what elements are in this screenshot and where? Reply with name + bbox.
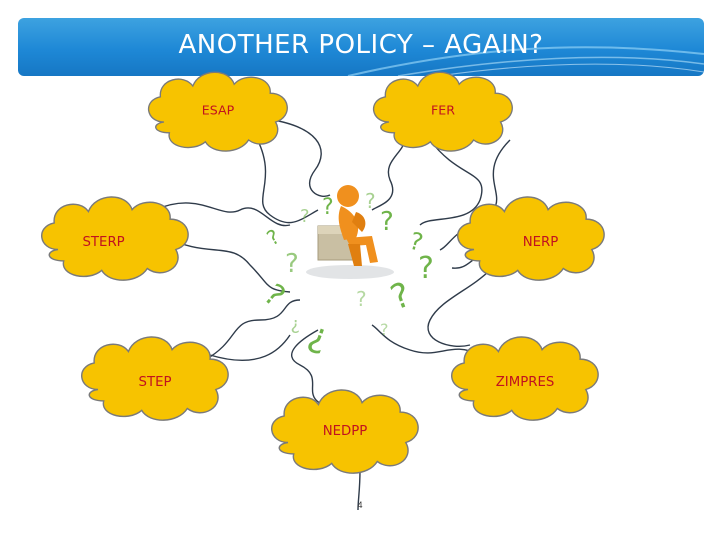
- title-banner: ANOTHER POLICY – AGAIN?: [18, 18, 704, 76]
- svg-text:?: ?: [380, 320, 389, 339]
- cloud-label-fer: FER: [431, 103, 455, 118]
- connector-sterp-2: [159, 234, 291, 293]
- svg-text:?: ?: [356, 287, 367, 311]
- svg-text:?: ?: [322, 195, 334, 220]
- connector-zimpres: [371, 324, 481, 356]
- connector-esap: [259, 117, 331, 197]
- cloud-nerp[interactable]: NERP: [456, 196, 605, 281]
- cloud-label-nerp: NERP: [523, 235, 559, 250]
- cloud-label-zimpres: ZIMPRES: [496, 375, 555, 390]
- cloud-fer[interactable]: FER: [372, 71, 513, 152]
- cloud-label-esap: ESAP: [202, 103, 235, 118]
- cloud-nedpp[interactable]: NEDPP: [270, 389, 419, 474]
- cloud-step[interactable]: STEP: [80, 336, 229, 421]
- cloud-label-nedpp: NEDPP: [323, 424, 368, 439]
- connector-nerp-2: [427, 269, 491, 347]
- svg-text:?: ?: [380, 207, 394, 237]
- svg-text:?: ?: [263, 224, 284, 250]
- page-number: 4: [357, 500, 363, 510]
- connector-step-2: [209, 334, 291, 361]
- connector-nedpp: [291, 329, 341, 411]
- banner-swoosh: [347, 46, 704, 76]
- connector-nedpp-down: [357, 469, 361, 511]
- connector-esap-2: [254, 134, 319, 224]
- svg-text:?: ?: [290, 315, 300, 336]
- cloud-zimpres[interactable]: ZIMPRES: [450, 336, 599, 421]
- svg-text:?: ?: [300, 206, 310, 227]
- connector-step: [204, 299, 301, 361]
- cloud-label-step: STEP: [139, 375, 172, 390]
- slide-title: ANOTHER POLICY – AGAIN?: [178, 30, 544, 60]
- svg-text:?: ?: [418, 251, 434, 286]
- svg-text:?: ?: [285, 249, 299, 279]
- cloud-esap[interactable]: ESAP: [147, 71, 288, 152]
- cloud-label-sterp: STERP: [82, 235, 124, 250]
- connector-fer-2: [419, 139, 483, 226]
- cloud-sterp[interactable]: STERP: [40, 196, 189, 281]
- connector-sterp: [154, 202, 291, 227]
- svg-text:?: ?: [365, 189, 376, 213]
- svg-text:?: ?: [302, 317, 333, 361]
- svg-text:?: ?: [385, 275, 416, 319]
- svg-text:?: ?: [257, 277, 292, 314]
- thinking-person-icon: [306, 185, 394, 279]
